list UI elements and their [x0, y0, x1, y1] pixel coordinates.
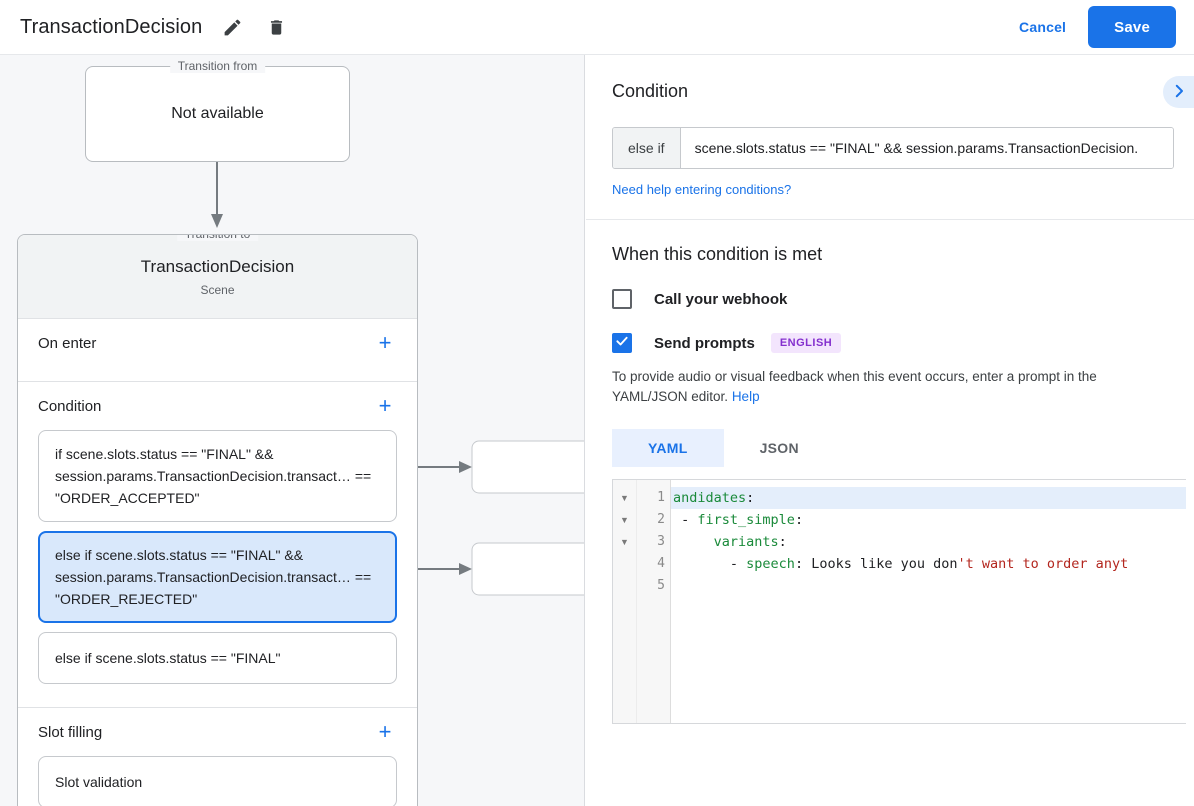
code-token: : — [794, 512, 804, 528]
when-condition-met-section: When this condition is met Call your web… — [586, 220, 1194, 724]
add-condition-button[interactable]: + — [373, 394, 397, 418]
code-token: Looks like you don — [811, 556, 958, 572]
line-number: 5 — [657, 578, 665, 593]
line-number: 4 — [657, 556, 665, 571]
code-token: : — [778, 534, 787, 550]
transition-to-legend: Transition to — [176, 235, 259, 241]
page-title: TransactionDecision — [20, 15, 203, 38]
section-title: Condition — [38, 397, 102, 415]
code-line[interactable]: - first_simple: — [671, 509, 1186, 531]
editor-fold-gutter[interactable]: ▼ ▼ ▼ — [613, 480, 637, 723]
send-prompts-label: Send prompts — [654, 334, 755, 352]
line-number: 1 — [657, 490, 665, 505]
delete-button[interactable] — [262, 13, 290, 41]
code-token: 't want to order anyt — [957, 556, 1129, 572]
list-item[interactable]: else if scene.slots.status == "FINAL" — [38, 632, 397, 684]
scene-section-condition: Condition + if scene.slots.status == "FINA… — [18, 382, 417, 708]
scene-sections: On enter + Condition + if scene.slots.status… — [18, 319, 417, 806]
condition-heading: Condition — [612, 81, 689, 101]
edit-name-button[interactable] — [218, 13, 246, 41]
code-line[interactable]: variants: — [671, 531, 1186, 553]
prompts-help-link[interactable]: Help — [731, 389, 760, 404]
checkmark-icon — [615, 334, 629, 353]
transition-from-node[interactable]: Transition from Not available — [85, 59, 350, 162]
detail-pane: Condition else if Need help entering con… — [586, 55, 1194, 806]
code-token: variants — [713, 534, 779, 550]
scene-name: TransactionDecision — [140, 256, 295, 276]
add-on-enter-button[interactable]: + — [373, 331, 397, 355]
condition-expression-input[interactable] — [680, 128, 1173, 168]
cancel-button[interactable]: Cancel — [1005, 9, 1080, 45]
fold-spacer — [613, 553, 636, 575]
code-line[interactable] — [671, 575, 1186, 597]
line-number: 2 — [657, 512, 665, 527]
send-prompts-row[interactable]: Send prompts ENGLISH — [612, 333, 1168, 353]
code-token — [673, 534, 714, 550]
panel-collapse-button[interactable] — [1163, 76, 1194, 108]
scene-graph-pane: Transition from Not available Transition… — [0, 55, 585, 806]
code-token: : — [794, 556, 812, 572]
prompts-description: To provide audio or visual feedback when… — [612, 367, 1172, 407]
list-item[interactable]: Slot validation — [38, 756, 397, 806]
section-header: Slot filling + — [38, 708, 397, 756]
language-badge: ENGLISH — [770, 333, 842, 353]
condition-prefix-label: else if — [613, 128, 681, 168]
webhook-row[interactable]: Call your webhook — [612, 289, 1168, 309]
section-header: On enter + — [38, 319, 397, 367]
section-header: Condition + — [38, 382, 397, 430]
editor-line-numbers: 1 2 3 4 5 — [637, 480, 671, 723]
code-line[interactable]: - speech: Looks like you don't want to o… — [671, 553, 1186, 575]
tab-yaml[interactable]: YAML — [612, 429, 724, 467]
code-token: - — [673, 512, 698, 528]
condition-help-link[interactable]: Need help entering conditions? — [612, 182, 792, 197]
send-prompts-checkbox[interactable] — [612, 333, 632, 353]
transition-to-node: Transition to TransactionDecision Scene … — [17, 234, 418, 806]
code-token: - — [673, 556, 747, 572]
call-webhook-label: Call your webhook — [654, 290, 788, 308]
call-webhook-checkbox[interactable] — [612, 289, 632, 309]
add-slot-filling-button[interactable]: + — [373, 720, 397, 744]
scene-section-slot-filling: Slot filling + Slot validation — [18, 708, 417, 806]
section-title: On enter — [38, 334, 97, 352]
fold-toggle-icon[interactable]: ▼ — [620, 515, 629, 525]
transition-from-value: Not available — [171, 105, 264, 122]
scene-type: Scene — [200, 282, 235, 297]
condition-input-row[interactable]: else if — [612, 127, 1174, 169]
pencil-icon — [222, 17, 243, 38]
condition-section: Condition else if Need help entering con… — [586, 55, 1194, 220]
fold-toggle-icon[interactable]: ▼ — [620, 537, 629, 547]
code-token: first_simple — [697, 512, 795, 528]
fold-toggle-icon[interactable]: ▼ — [620, 493, 629, 503]
when-met-heading: When this condition is met — [612, 244, 823, 264]
fold-spacer — [613, 575, 636, 597]
transition-to-header[interactable]: TransactionDecision Scene — [18, 235, 417, 319]
line-number: 3 — [657, 534, 665, 549]
chevron-right-icon — [1170, 82, 1188, 103]
list-item[interactable]: else if scene.slots.status == "FINAL" &&… — [38, 531, 397, 623]
section-title: Slot filling — [38, 723, 103, 741]
tab-json[interactable]: JSON — [724, 429, 835, 467]
list-item[interactable]: if scene.slots.status == "FINAL" && sess… — [38, 430, 397, 522]
save-button[interactable]: Save — [1088, 6, 1176, 48]
top-app-bar: TransactionDecision Cancel Save — [0, 0, 1194, 55]
scene-section-on-enter: On enter + — [18, 319, 417, 382]
code-token: speech — [746, 556, 795, 572]
prompts-description-text: To provide audio or visual feedback when… — [612, 369, 1097, 404]
trash-icon — [267, 17, 286, 38]
code-line[interactable]: andidates: — [671, 487, 1186, 509]
code-token: : — [746, 490, 755, 506]
prompt-code-editor[interactable]: ▼ ▼ ▼ 1 2 3 4 5 andidates: - first_simple: var… — [612, 479, 1186, 724]
code-token: andidates — [673, 490, 747, 506]
transition-from-legend: Transition from — [169, 59, 266, 73]
editor-code-area[interactable]: andidates: - first_simple: variants: - s… — [671, 480, 1186, 723]
